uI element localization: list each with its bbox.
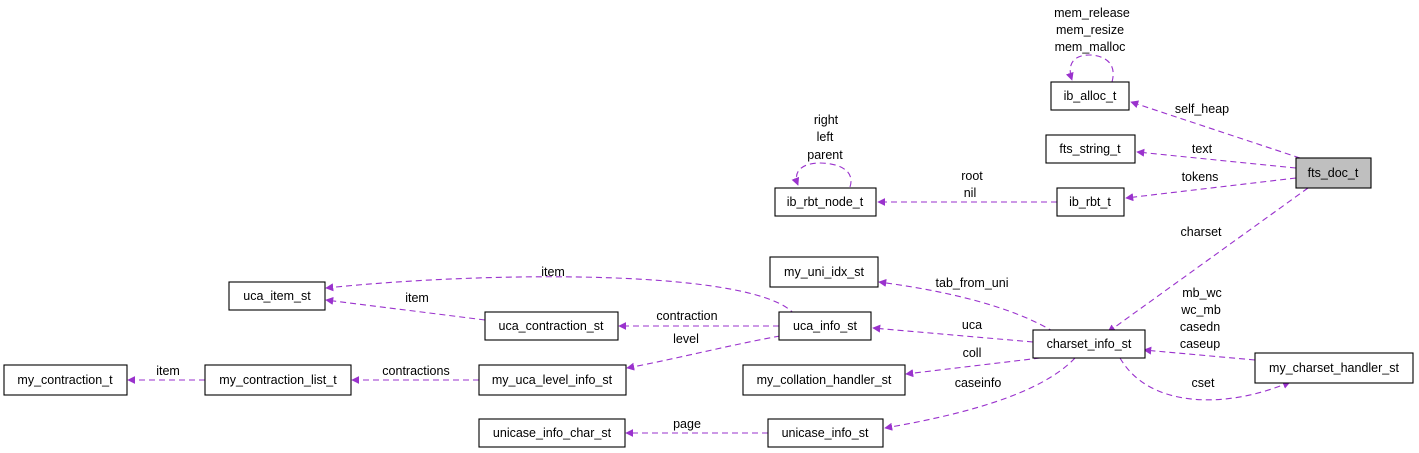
node-uca-contraction-st[interactable]: uca_contraction_st [484, 311, 619, 341]
edge-label-mb-wc: mb_wc [1182, 286, 1222, 300]
node-unicase-info-st-label: unicase_info_st [782, 426, 869, 440]
node-my-collation-handler-st-label: my_collation_handler_st [757, 373, 892, 387]
node-charset-info-st[interactable]: charset_info_st [1032, 329, 1146, 359]
edge-label-coll: coll [963, 346, 982, 360]
edge-text [1136, 148, 1297, 169]
edge-cset [1119, 357, 1291, 401]
node-uca-item-st-label: uca_item_st [243, 289, 311, 303]
node-uca-contraction-st-label: uca_contraction_st [499, 319, 604, 333]
node-unicase-info-char-st-label: unicase_info_char_st [493, 426, 612, 440]
edge-label-uca: uca [962, 318, 982, 332]
edge-label-tab-from-uni: tab_from_uni [936, 276, 1009, 290]
node-my-uca-level-info-st[interactable]: my_uca_level_info_st [478, 364, 627, 396]
node-my-contraction-list-t-label: my_contraction_list_t [219, 373, 337, 387]
edge-label-page: page [673, 417, 701, 431]
node-ib-alloc-t-label: ib_alloc_t [1064, 89, 1117, 103]
node-my-uni-idx-st-label: my_uni_idx_st [784, 265, 864, 279]
edge-label-item-list: item [156, 364, 180, 378]
node-my-contraction-t[interactable]: my_contraction_t [3, 364, 128, 396]
edge-label-level: level [673, 332, 699, 346]
node-my-uca-level-info-st-label: my_uca_level_info_st [492, 373, 613, 387]
node-my-uni-idx-st[interactable]: my_uni_idx_st [769, 256, 879, 288]
edge-label-caseup: caseup [1180, 337, 1220, 351]
node-uca-item-st[interactable]: uca_item_st [228, 281, 326, 311]
edge-level [626, 335, 781, 371]
node-my-charset-handler-st[interactable]: my_charset_handler_st [1254, 352, 1414, 384]
edge-ib-rbt-node-self [791, 162, 852, 188]
edge-label-mem-malloc: mem_malloc [1055, 40, 1126, 54]
edge-label-wc-mb: wc_mb [1180, 303, 1221, 317]
edge-uca [872, 324, 1034, 343]
edge-handler [1143, 346, 1256, 361]
edge-ib-alloc-self [1065, 54, 1114, 83]
edge-tokens [1125, 177, 1297, 202]
node-unicase-info-st[interactable]: unicase_info_st [767, 418, 884, 448]
edge-label-root: root [961, 169, 983, 183]
node-fts-doc-t[interactable]: fts_doc_t [1295, 157, 1372, 189]
node-my-charset-handler-st-label: my_charset_handler_st [1269, 361, 1399, 375]
node-ib-rbt-t-label: ib_rbt_t [1069, 195, 1111, 209]
node-fts-string-t-label: fts_string_t [1059, 142, 1121, 156]
node-ib-rbt-t[interactable]: ib_rbt_t [1056, 187, 1125, 217]
edge-label-self-heap: self_heap [1175, 102, 1229, 116]
edge-label-tokens: tokens [1182, 170, 1219, 184]
edge-label-nil: nil [964, 186, 977, 200]
edge-label-caseinfo: caseinfo [955, 376, 1002, 390]
edge-caseinfo [884, 357, 1076, 431]
node-my-contraction-list-t[interactable]: my_contraction_list_t [204, 364, 352, 396]
edge-label-text: text [1192, 142, 1213, 156]
edge-item-contraction [325, 296, 486, 321]
edge-label-parent: parent [807, 148, 843, 162]
edge-label-charset: charset [1181, 225, 1223, 239]
edge-label-mem-release: mem_release [1054, 6, 1130, 20]
edge-tab-from-uni [878, 278, 1055, 333]
edge-label-mem-resize: mem_resize [1056, 23, 1124, 37]
node-uca-info-st-label: uca_info_st [793, 319, 857, 333]
node-ib-alloc-t[interactable]: ib_alloc_t [1050, 81, 1130, 111]
node-fts-string-t[interactable]: fts_string_t [1045, 134, 1136, 164]
node-ib-rbt-node-t[interactable]: ib_rbt_node_t [774, 187, 877, 217]
edge-label-item-uca: item [541, 265, 565, 279]
node-uca-info-st[interactable]: uca_info_st [778, 311, 872, 341]
edge-label-contractions: contractions [382, 364, 449, 378]
edge-label-casedn: casedn [1180, 320, 1220, 334]
node-my-contraction-t-label: my_contraction_t [17, 373, 113, 387]
node-ib-rbt-node-t-label: ib_rbt_node_t [787, 195, 864, 209]
node-fts-doc-t-label: fts_doc_t [1308, 166, 1359, 180]
node-charset-info-st-label: charset_info_st [1047, 337, 1132, 351]
edge-label-right: right [814, 113, 839, 127]
edge-coll [905, 357, 1041, 378]
edge-label-contraction: contraction [656, 309, 717, 323]
edge-label-cset: cset [1192, 376, 1215, 390]
node-my-collation-handler-st[interactable]: my_collation_handler_st [742, 364, 906, 396]
edge-label-item-contraction: item [405, 291, 429, 305]
edge-item-uca [325, 276, 796, 316]
edge-label-left: left [817, 130, 834, 144]
node-unicase-info-char-st[interactable]: unicase_info_char_st [478, 418, 626, 448]
edge-charset [1107, 187, 1309, 333]
